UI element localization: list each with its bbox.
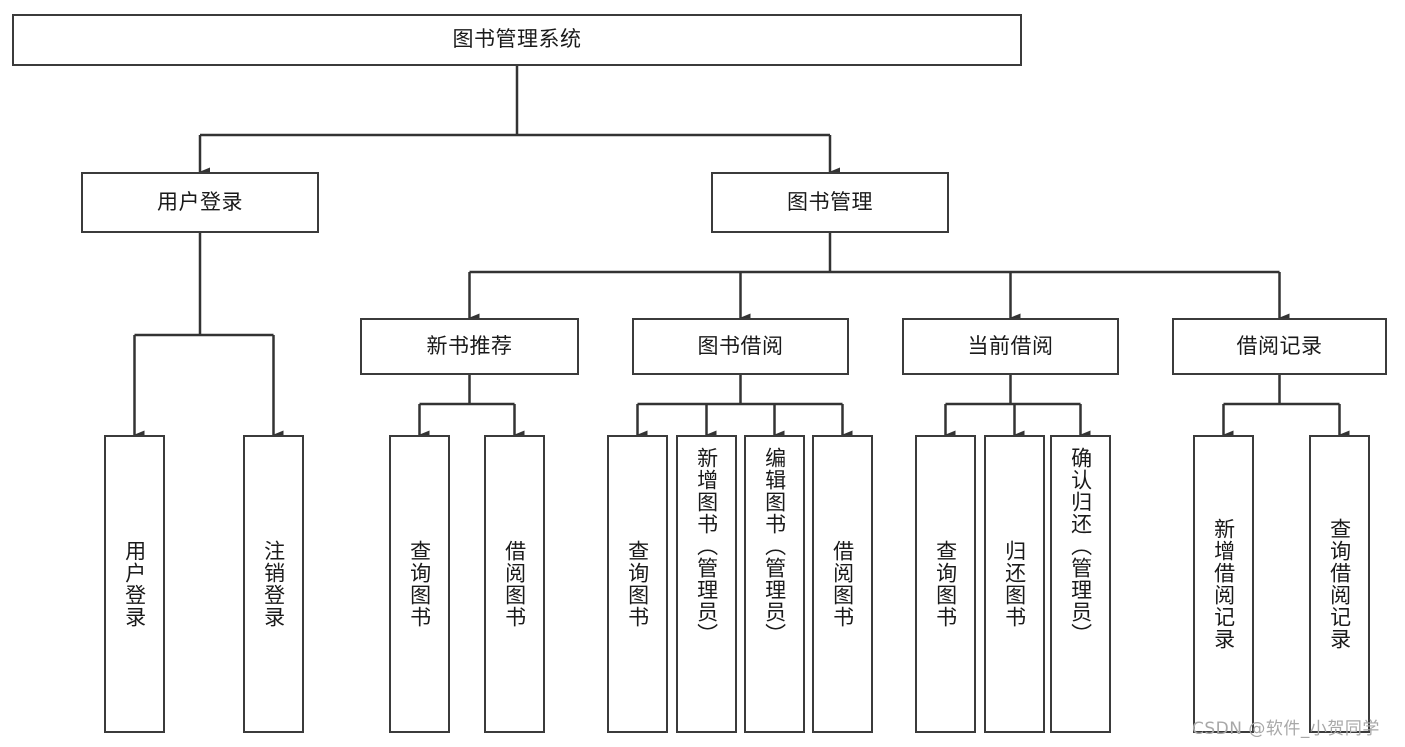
node-borrow-record[interactable]: 借阅记录: [1172, 318, 1387, 375]
node-leaf-query-book-2[interactable]: 查询图书: [607, 435, 668, 733]
node-label: 查询借阅记录: [1327, 518, 1352, 650]
node-leaf-logout[interactable]: 注销登录: [243, 435, 304, 733]
node-leaf-query-book-3[interactable]: 查询图书: [915, 435, 976, 733]
node-label: 查询图书: [933, 540, 958, 628]
node-label: 新书推荐: [426, 333, 513, 358]
node-label: 新增图书（管理员）: [694, 447, 719, 645]
node-current-borrow[interactable]: 当前借阅: [902, 318, 1119, 375]
node-label: 借阅记录: [1236, 333, 1323, 358]
node-leaf-borrow-book-2[interactable]: 借阅图书: [812, 435, 873, 733]
node-leaf-query-borrow-record[interactable]: 查询借阅记录: [1309, 435, 1370, 733]
node-label: 借阅图书: [502, 540, 527, 628]
node-label: 查询图书: [625, 540, 650, 628]
node-label: 查询图书: [407, 540, 432, 628]
node-leaf-add-book-admin[interactable]: 新增图书（管理员）: [676, 435, 737, 733]
edge-group: [133, 66, 1350, 440]
node-leaf-borrow-book-1[interactable]: 借阅图书: [484, 435, 545, 733]
node-leaf-return-book[interactable]: 归还图书: [984, 435, 1045, 733]
node-book-borrow[interactable]: 图书借阅: [632, 318, 849, 375]
node-label: 图书借阅: [697, 333, 784, 358]
node-label: 当前借阅: [967, 333, 1054, 358]
node-leaf-add-borrow-record[interactable]: 新增借阅记录: [1193, 435, 1254, 733]
node-label: 图书管理: [787, 189, 873, 214]
node-label: 归还图书: [1002, 540, 1027, 628]
node-label: 用户登录: [157, 189, 243, 214]
watermark-text: CSDN @软件_小贺同学: [1192, 719, 1380, 739]
node-new-book-recommend[interactable]: 新书推荐: [360, 318, 579, 375]
node-book-manage[interactable]: 图书管理: [711, 172, 949, 233]
node-leaf-confirm-return-admin[interactable]: 确认归还（管理员）: [1050, 435, 1111, 733]
node-leaf-edit-book-admin[interactable]: 编辑图书（管理员）: [744, 435, 805, 733]
node-label: 用户登录: [122, 540, 147, 628]
node-label: 注销登录: [261, 540, 286, 628]
node-root[interactable]: 图书管理系统: [12, 14, 1022, 66]
node-label: 借阅图书: [830, 540, 855, 628]
node-label: 图书管理系统: [452, 27, 582, 52]
node-leaf-user-login[interactable]: 用户登录: [104, 435, 165, 733]
node-label: 新增借阅记录: [1211, 518, 1236, 650]
node-leaf-query-book-1[interactable]: 查询图书: [389, 435, 450, 733]
node-label: 编辑图书（管理员）: [762, 447, 787, 645]
node-label: 确认归还（管理员）: [1068, 447, 1093, 645]
node-user-login[interactable]: 用户登录: [81, 172, 319, 233]
